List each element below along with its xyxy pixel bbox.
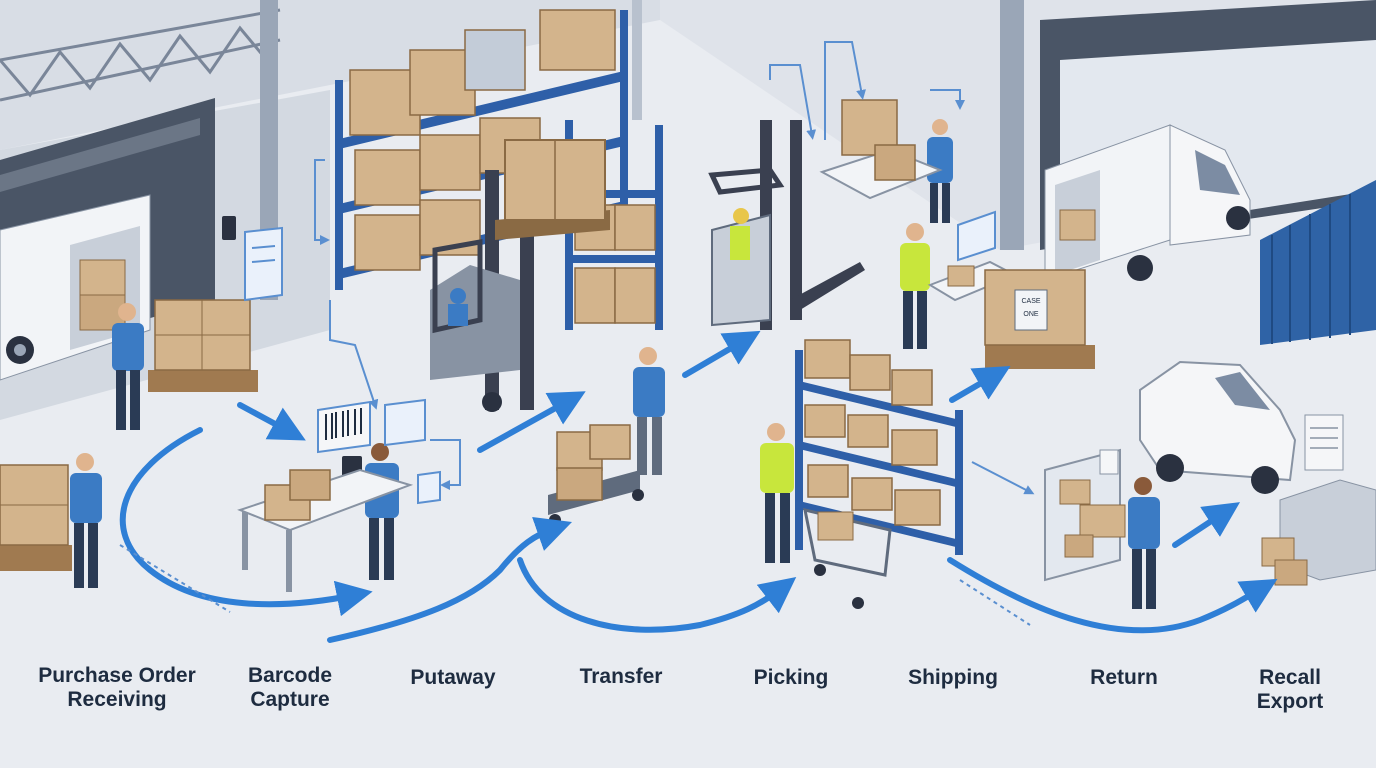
right-loading-dock — [1040, 0, 1376, 494]
flow-arrow-main-4 — [947, 557, 1278, 634]
worker-shipping-station — [900, 223, 930, 349]
shopping-cart — [803, 508, 892, 609]
stage-label-barcode-line1: Barcode — [247, 664, 333, 687]
picking-rack — [795, 339, 963, 555]
stage-label-shipping: Shipping — [868, 666, 1038, 690]
stage-label-barcode: Barcode Capture — [205, 664, 375, 712]
flow-arrow-putaway — [477, 391, 586, 453]
flow-arrow-main-2 — [327, 516, 572, 643]
stage-label-shipping-line1: Shipping — [908, 666, 998, 689]
worker-return — [1128, 477, 1160, 609]
document-icon — [384, 398, 441, 505]
stage-labels: Purchase Order Receiving Barcode Capture… — [0, 652, 1376, 752]
stage-label-recall: Recall Export — [1205, 666, 1375, 714]
worker-picking — [760, 423, 794, 563]
stage-label-picking-line1: Picking — [753, 666, 829, 689]
flow-arrow-main-3 — [517, 557, 797, 633]
flow-arrow-return — [1172, 502, 1241, 548]
flow-arrow-shipping — [949, 365, 1011, 403]
worker-transfer-cart — [633, 347, 665, 475]
receiving-screen — [244, 226, 283, 302]
shipping-pallet: CASE ONE — [984, 269, 1095, 369]
stage-label-recall-line1: Recall — [1259, 666, 1321, 689]
pallet-receiving — [148, 299, 258, 392]
case-label-top: CASE — [1021, 298, 1040, 305]
data-panels — [244, 210, 1119, 505]
worker-receiving-front — [70, 453, 102, 588]
case-label-bottom: ONE — [1023, 311, 1039, 318]
shipping-screen — [957, 210, 996, 262]
forklift-transfer — [708, 120, 865, 330]
stage-label-return: Return — [1039, 666, 1209, 690]
barcode-table — [237, 468, 414, 592]
stage-label-barcode-line2: Capture — [250, 688, 330, 711]
stage-label-transfer-line1: Transfer — [579, 665, 663, 688]
data-flow-lines — [119, 41, 1035, 626]
stage-label-receiving: Purchase Order Receiving — [32, 664, 202, 712]
flow-arrows — [119, 330, 1278, 643]
stage-label-receiving-line1: Purchase Order — [38, 664, 196, 687]
stage-label-receiving-line2: Receiving — [67, 688, 167, 711]
stage-label-picking: Picking — [706, 666, 876, 690]
shipping-container — [1260, 180, 1376, 345]
barcode-icon — [317, 400, 371, 454]
stage-label-transfer: Transfer — [536, 665, 706, 689]
stage-label-putaway: Putaway — [368, 666, 538, 690]
return-notice — [1099, 449, 1119, 475]
box-truck — [1044, 124, 1251, 281]
stage-label-recall-line2: Export — [1256, 690, 1324, 713]
delivery-van — [1139, 360, 1297, 494]
stage-label-putaway-line1: Putaway — [410, 666, 496, 689]
flow-arrow-transfer — [682, 330, 761, 378]
flow-arrow-receiving — [237, 402, 306, 441]
recall-stack — [1261, 414, 1376, 586]
flow-arrow-main-1 — [119, 427, 373, 617]
stage-label-return-line1: Return — [1090, 666, 1158, 689]
return-station — [1044, 448, 1126, 582]
pallet-front-left — [0, 464, 72, 571]
forklift-putaway — [430, 139, 610, 412]
worker-receiving-scanner — [112, 303, 144, 430]
packing-table — [819, 99, 943, 200]
